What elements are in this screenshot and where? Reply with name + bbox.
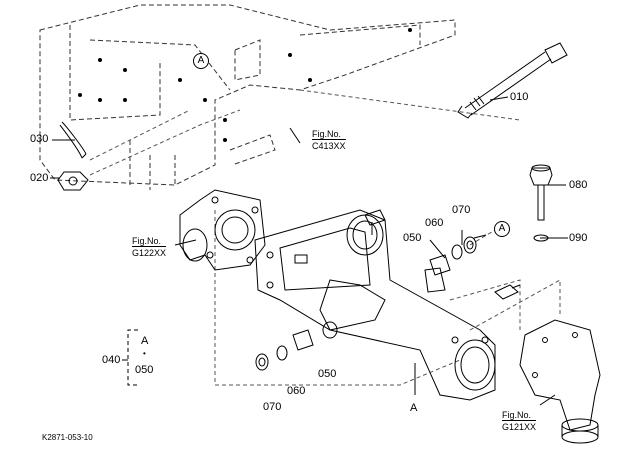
- figref-c413-number: C413XX: [312, 139, 346, 151]
- nut-020: [57, 171, 89, 191]
- dipstick-080: [529, 164, 553, 221]
- figref-g122-number: G122XX: [132, 246, 167, 258]
- part-label-050-top: 050: [403, 232, 422, 244]
- part-label-010: 010: [510, 91, 529, 103]
- marker-a-bottom: A: [410, 402, 418, 414]
- part-label-090: 090: [569, 232, 588, 244]
- elbow-g122: [179, 189, 266, 271]
- main-housing: [254, 209, 496, 401]
- marker-dot: •: [143, 349, 146, 358]
- part-label-050-bottom: 050: [318, 368, 337, 380]
- part-label-030: 030: [30, 133, 49, 145]
- group-bracket-040: [127, 329, 138, 386]
- pin-030: [59, 121, 87, 159]
- elbow-g121: [519, 319, 601, 444]
- bolt-010: [457, 42, 568, 119]
- marker-a-group: A: [141, 335, 149, 347]
- figref-g121-number: G121XX: [502, 420, 537, 432]
- part-label-040: 040: [102, 354, 121, 366]
- part-label-020: 020: [30, 172, 49, 184]
- frame-ghost: [39, 4, 456, 190]
- drawing-code: K2871-053-10: [42, 433, 93, 442]
- spacer-set-top: [429, 236, 477, 276]
- part-label-060-bottom: 060: [287, 385, 306, 397]
- figref-g122[interactable]: Fig.No. G122XX: [132, 236, 167, 258]
- marker-a-right: A: [494, 221, 510, 237]
- figref-g121[interactable]: Fig.No. G121XX: [502, 410, 537, 432]
- part-label-080: 080: [569, 179, 588, 191]
- oring-090: [533, 234, 549, 242]
- part-label-060-top: 060: [425, 217, 444, 229]
- marker-a-top: A: [193, 53, 209, 69]
- figref-g122-label: Fig.No.: [132, 236, 162, 246]
- part-label-050-group: 050: [135, 364, 154, 376]
- figref-c413[interactable]: Fig.No. C413XX: [312, 129, 346, 151]
- part-label-070-top: 070: [452, 204, 471, 216]
- figref-g121-label: Fig.No.: [502, 410, 532, 420]
- figref-c413-label: Fig.No.: [312, 129, 342, 139]
- part-label-070-bottom: 070: [263, 401, 282, 413]
- spacer-set-bottom: [255, 329, 314, 371]
